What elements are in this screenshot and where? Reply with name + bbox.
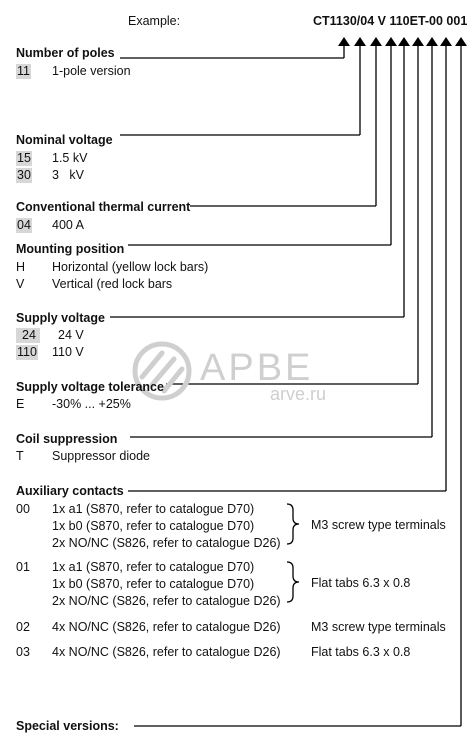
watermark-brand: APBE bbox=[200, 347, 313, 389]
option-code: 11 bbox=[16, 64, 31, 79]
watermark-site: arve.ru bbox=[270, 384, 326, 404]
watermark: APBE arve.ru bbox=[128, 333, 368, 413]
section-title-coil: Coil suppression bbox=[16, 432, 118, 446]
option-desc: 1x b0 (S870, refer to catalogue D70) bbox=[52, 519, 255, 533]
option-desc: 1-pole version bbox=[52, 64, 131, 78]
option-desc: 2x NO/NC (S826, refer to catalogue D26) bbox=[52, 594, 281, 608]
option-desc: 110 V bbox=[52, 345, 84, 359]
option-desc: 3 kV bbox=[52, 168, 84, 182]
option-code: T bbox=[16, 449, 24, 463]
section-title-tolerance: Supply voltage tolerance bbox=[16, 380, 164, 394]
option-code: 01 bbox=[16, 560, 30, 574]
example-code: CT1130/04 V 110ET-00 001 bbox=[313, 14, 468, 28]
option-desc: Horizontal (yellow lock bars) bbox=[52, 260, 209, 274]
option-code: 02 bbox=[16, 620, 30, 634]
option-desc: 1x b0 (S870, refer to catalogue D70) bbox=[52, 577, 255, 591]
section-title-mounting: Mounting position bbox=[16, 242, 125, 256]
terminal-type: M3 screw type terminals bbox=[311, 620, 446, 634]
option-desc: 24 V bbox=[58, 328, 84, 342]
terminal-type: M3 screw type terminals bbox=[311, 518, 446, 532]
option-code: 15 bbox=[16, 151, 32, 166]
option-desc: Vertical (red lock bars bbox=[52, 277, 173, 291]
section-title-thermal: Conventional thermal current bbox=[16, 200, 191, 214]
terminal-type: Flat tabs 6.3 x 0.8 bbox=[311, 576, 411, 590]
option-desc: 1.5 kV bbox=[52, 151, 88, 165]
option-code: 00 bbox=[16, 502, 30, 516]
option-code: H bbox=[16, 260, 26, 274]
option-code: V bbox=[16, 277, 25, 291]
option-desc: 400 A bbox=[52, 218, 84, 232]
option-code: 30 bbox=[16, 168, 32, 183]
terminal-type: Flat tabs 6.3 x 0.8 bbox=[311, 645, 411, 659]
section-title-supply: Supply voltage bbox=[16, 311, 105, 325]
option-desc: 4x NO/NC (S826, refer to catalogue D26) bbox=[52, 620, 281, 634]
option-code: 04 bbox=[16, 218, 32, 233]
option-desc: 2x NO/NC (S826, refer to catalogue D26) bbox=[52, 536, 281, 550]
option-desc: 1x a1 (S870, refer to catalogue D70) bbox=[52, 502, 255, 516]
option-desc: 1x a1 (S870, refer to catalogue D70) bbox=[52, 560, 255, 574]
option-desc: 4x NO/NC (S826, refer to catalogue D26) bbox=[52, 645, 281, 659]
option-code: 24 bbox=[16, 328, 40, 343]
option-desc: Suppressor diode bbox=[52, 449, 150, 463]
option-code: 03 bbox=[16, 645, 30, 659]
option-code: 110 bbox=[16, 345, 38, 360]
option-desc: -30% ... +25% bbox=[52, 397, 131, 411]
section-title-voltage: Nominal voltage bbox=[16, 133, 113, 147]
example-label: Example: bbox=[128, 14, 181, 28]
section-title-special: Special versions: bbox=[16, 719, 119, 733]
arve-logo-icon: APBE arve.ru bbox=[132, 341, 326, 404]
section-title-poles: Number of poles bbox=[16, 46, 115, 60]
option-code: E bbox=[16, 397, 25, 411]
section-title-aux: Auxiliary contacts bbox=[16, 484, 124, 498]
